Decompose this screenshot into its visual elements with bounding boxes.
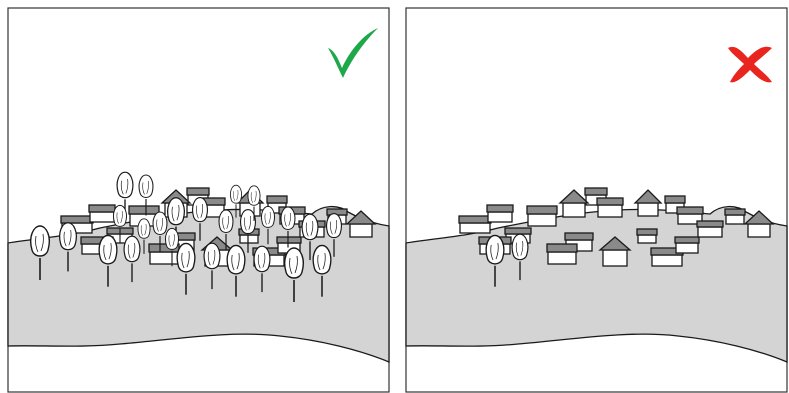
house — [675, 237, 699, 253]
house — [725, 209, 745, 224]
house — [637, 229, 657, 243]
house — [459, 216, 491, 233]
house — [697, 221, 723, 237]
house — [89, 205, 115, 222]
house — [527, 206, 557, 226]
house — [597, 198, 623, 217]
left-panel-good-example — [8, 8, 389, 392]
right-panel-bad-example — [406, 8, 787, 392]
house — [547, 244, 577, 264]
house — [487, 205, 513, 222]
